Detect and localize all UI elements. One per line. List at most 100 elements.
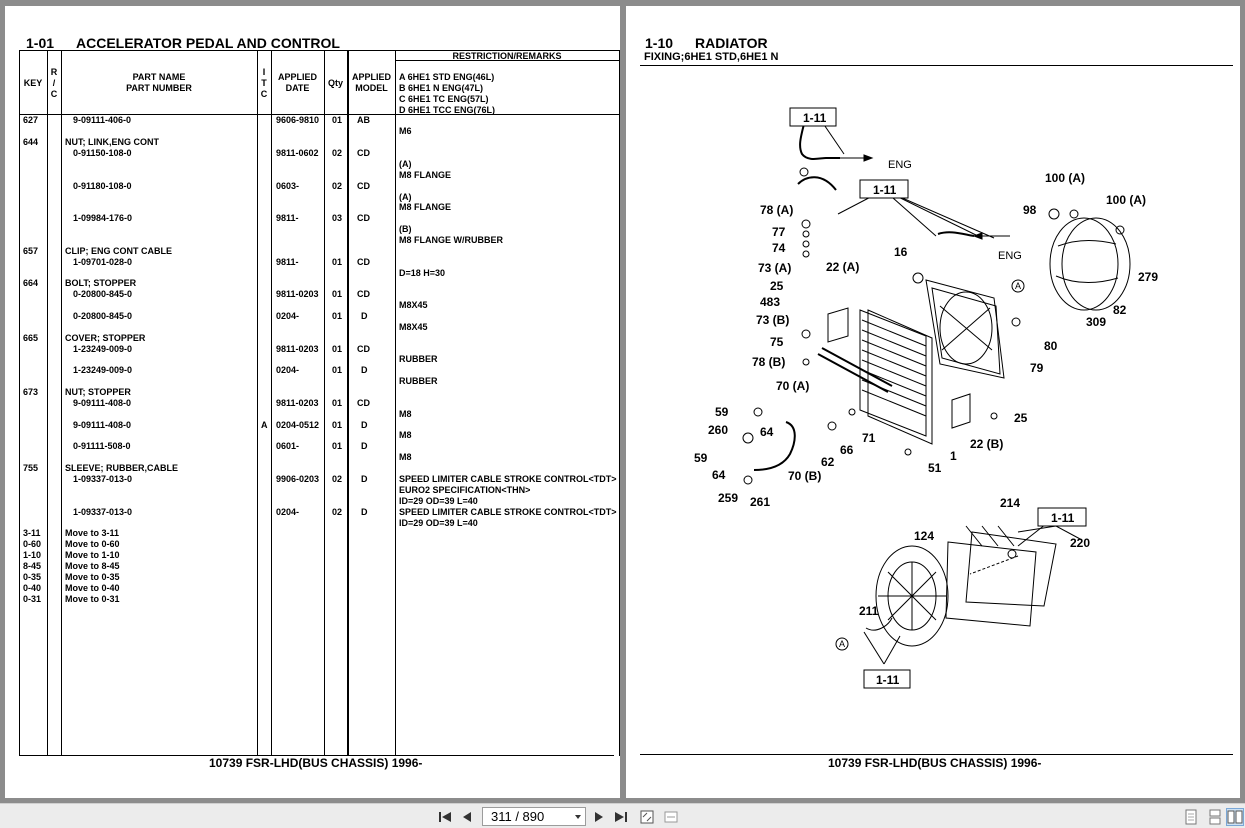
text-label: 1-09984-176-0 — [73, 213, 133, 223]
first-page-icon[interactable] — [436, 808, 454, 826]
text-label: 124 — [914, 529, 934, 543]
move-link[interactable]: Move to 0-31 — [65, 594, 120, 604]
text-label: 279 — [1138, 270, 1158, 284]
single-page-icon[interactable] — [1182, 808, 1200, 826]
text-label: CD — [357, 213, 370, 223]
text-label: 03 — [332, 213, 343, 223]
text-label: A 6HE1 STD ENG(46L) — [399, 72, 495, 82]
text-label: ID=29 OD=39 L=40 — [399, 518, 478, 528]
text-label: 1-11 — [876, 673, 900, 687]
text-label: 16 — [894, 245, 908, 259]
text-label: 01 — [332, 420, 343, 430]
text-label: A — [1015, 281, 1021, 291]
text-label: 01 — [332, 311, 343, 321]
text-label: 0-20800-845-0 — [73, 311, 133, 321]
text-label: 62 — [821, 455, 835, 469]
right-page: 1-10 RADIATOR FIXING;6HE1 STD,6HE1 N — [626, 6, 1240, 798]
right-section-title: RADIATOR — [695, 35, 768, 51]
next-page-icon[interactable] — [590, 808, 608, 826]
text-label: R — [50, 67, 58, 77]
text-label: 78 (A) — [760, 203, 793, 217]
move-link[interactable]: Move to 3-11 — [65, 528, 120, 538]
text-label: C 6HE1 TC ENG(57L) — [399, 94, 489, 104]
text-label: 1-23249-009-0 — [73, 344, 133, 354]
text-label: 1-09337-013-0 — [73, 507, 133, 517]
row-key: 627 — [23, 115, 39, 125]
text-label: 673 — [23, 387, 39, 397]
last-page-icon[interactable] — [612, 808, 630, 826]
text-label: PART NAME — [132, 72, 186, 82]
text-label: 1-10 — [23, 550, 42, 560]
text-label: 755 — [23, 463, 39, 473]
text-label: 0-40 — [23, 583, 42, 593]
text-label: 1-09701-028-0 — [73, 257, 133, 267]
text-label: 9811- — [276, 257, 299, 267]
move-link[interactable]: Move to 0-35 — [65, 572, 120, 582]
text-label: DATE — [285, 83, 310, 93]
text-label: 01 — [332, 344, 343, 354]
right-section-number: 1-10 — [645, 35, 674, 51]
move-key: 3-11 — [23, 528, 41, 538]
text-label: ENG — [888, 159, 912, 171]
header-remarks: RESTRICTION/REMARKS — [452, 51, 562, 61]
text-label: ENG — [998, 250, 1022, 262]
text-label: COVER; STOPPER — [65, 333, 146, 343]
right-subtitle: FIXING;6HE1 STD,6HE1 N — [644, 51, 779, 63]
text-label: 01 — [332, 365, 343, 375]
text-label: 220 — [1070, 536, 1090, 550]
move-link[interactable]: Move to 0-40 — [65, 583, 120, 593]
page-number-input[interactable]: 311 / 890 — [482, 807, 586, 826]
text-label: 261 — [750, 495, 770, 509]
text-label: 74 — [772, 241, 786, 255]
right-section-heading: 1-10 RADIATOR — [645, 35, 768, 51]
text-label: 0204- — [276, 365, 300, 375]
text-label: CD — [357, 289, 370, 299]
fit-page-icon[interactable] — [638, 808, 656, 826]
text-label: 01 — [332, 289, 343, 299]
text-label: 9-09111-408-0 — [73, 420, 132, 430]
chevron-down-icon[interactable] — [575, 815, 581, 819]
text-label: 483 — [760, 295, 780, 309]
left-footer: 10739 FSR-LHD(BUS CHASSIS) 1996- — [209, 756, 423, 770]
text-label: 02 — [332, 507, 343, 517]
text-label: 73 (B) — [756, 313, 789, 327]
text-label: I — [262, 67, 266, 77]
fit-width-icon[interactable] — [662, 808, 680, 826]
text-label: M8 — [399, 430, 412, 440]
text-label: C — [260, 89, 268, 99]
text-label: M8 — [399, 409, 412, 419]
text-label: 0-20800-845-0 — [73, 289, 133, 299]
text-label: CD — [357, 344, 370, 354]
move-link[interactable]: Move to 0-60 — [65, 539, 120, 549]
page-indicator: 311 / 890 — [491, 809, 545, 824]
text-label: 66 — [840, 443, 854, 457]
row-date: 9606-9810 — [276, 115, 320, 125]
text-label: 0-60 — [23, 539, 42, 549]
text-label: CD — [357, 148, 370, 158]
prev-page-icon[interactable] — [458, 808, 476, 826]
text-label: 100 (A) — [1106, 193, 1146, 207]
facing-icon[interactable] — [1226, 808, 1244, 826]
text-label: 0204- — [276, 311, 300, 321]
text-label: 70 (A) — [776, 379, 809, 393]
radiator-diagram: 1-11 1-11 1-11 1-11 ENG ENG 100 (A) 98 1… — [694, 107, 1158, 689]
text-label: 77 — [772, 225, 786, 239]
continuous-icon[interactable] — [1206, 808, 1224, 826]
row-part-number: 9-09111-406-0 — [73, 115, 132, 125]
move-link[interactable]: Move to 8-45 — [65, 561, 120, 571]
text-label: RUBBER — [399, 354, 438, 364]
text-label: 8-45 — [23, 561, 42, 571]
text-label: 0-91180-108-0 — [73, 181, 132, 191]
text-label: 0204-0512 — [276, 420, 320, 430]
text-label: M8 FLANGE W/RUBBER — [399, 235, 503, 245]
row-model: AB — [357, 115, 370, 125]
move-link[interactable]: Move to 1-10 — [65, 550, 120, 560]
text-label: ID=29 OD=39 L=40 — [399, 496, 478, 506]
text-label: 9-09111-408-0 — [73, 398, 132, 408]
text-label: 665 — [23, 333, 39, 343]
